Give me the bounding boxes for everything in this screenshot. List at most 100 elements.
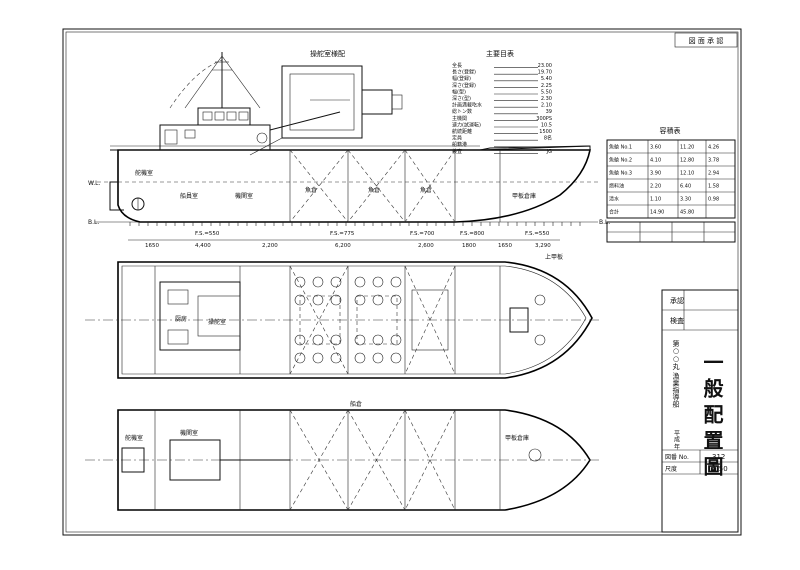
hold-engine-label: 機関室 [180,429,198,437]
fish-basket [390,294,402,306]
particular-value: 1500 [539,129,552,135]
particular-label: 深さ(型) [452,95,471,102]
wheelhouse-window-1 [202,111,213,121]
particular-value: 19.70 [538,70,552,76]
fish-basket [372,352,384,364]
particular-label: 検査 [452,148,462,155]
tb-note: 平成 年 [673,430,680,451]
tb-drawing-no: 312 [712,453,725,461]
main-particulars-title: 主要目表 [486,49,514,58]
upper-deck-plan: 上甲板 厨房 操舵室 [85,253,600,379]
fish-basket [330,334,342,346]
galley-plan [167,329,189,345]
wheelhouse-plan-inner [289,73,355,131]
fish-basket [330,352,342,364]
tank-cell: 3.60 [650,145,661,151]
engine-room-label: 機関室 [235,192,253,200]
particular-label: 計画満載吃水 [452,102,482,109]
fish-basket [354,352,366,364]
hold-diagonal-1 [289,149,349,223]
tank-cell: 3.90 [650,171,661,177]
crew-berth [167,289,189,305]
wheelhouse-plan-outer [281,65,363,139]
spacing-label-2: F.S.=775 [330,231,355,237]
tb-checked-label: 検査 [670,316,684,325]
hold-diag-5 [404,409,456,511]
fish-basket [354,294,366,306]
bollard-1 [534,294,546,306]
galley-label: 厨房 [175,315,187,323]
tank-cell: 6.40 [680,184,691,190]
fish-basket [354,334,366,346]
fish-basket [312,334,324,346]
wheelhouse-window-4 [238,111,249,121]
fish-basket [312,294,324,306]
stay-fore [221,55,261,109]
fish-hold-label-2: 魚倉 [368,186,380,194]
fish-basket [294,334,306,346]
particular-value: 5.40 [541,76,552,82]
tb-scale-label: 尺度 [665,465,677,473]
hold-diag-6 [404,409,456,511]
bl-label: B.L. [88,219,99,226]
hold-diag-2 [289,409,349,511]
wheelhouse-window-2 [214,111,225,121]
tank-cell: 2.94 [708,171,719,177]
particular-value: 300PS [536,116,552,122]
windlass [509,307,529,333]
particular-value: 8名 [544,135,552,142]
particular-label: 速力(試運転) [452,121,481,128]
particular-label: 全長 [452,62,462,69]
title-block-frame [661,289,739,533]
tb-scale: 1/50 [712,465,728,473]
title-block: 承認 検査 第○○丸 漁業指導船 一般配置圖 平成 年 図番 No. 312 尺… [661,289,739,533]
hold-diagonal-2 [289,149,349,223]
particular-value: 2.30 [541,96,552,102]
dim-8: 3,290 [535,243,551,249]
particular-value: 39 [546,109,552,115]
steering-room-label: 舵機室 [135,169,153,177]
particular-value: 23.00 [538,63,552,69]
fish-basket [312,352,324,364]
upper-deck-bulwark [121,265,587,375]
derrick-boom [269,111,341,131]
tank-cell: 45.80 [680,210,694,216]
tank-cell: 燃料油 [609,183,624,190]
forecastle-bulwark [479,145,591,152]
spacing-label-5: F.S.=550 [525,231,550,237]
dim-2: 4,400 [195,243,211,249]
particular-value: 2.25 [541,83,552,89]
dim-7: 1650 [498,243,512,249]
fish-basket [372,276,384,288]
rigging-arc [169,59,223,109]
tb-drawing-title: 一般配置圖 [700,352,724,482]
wheelhouse-window-3 [226,111,237,121]
bollard-2 [534,334,546,346]
fish-basket [294,276,306,288]
tank-cell: 合計 [609,209,619,216]
tank-cell: 0.98 [708,197,719,203]
tank-cell: 2.20 [650,184,661,190]
tank-cell: 魚艙 No.1 [609,144,632,151]
rudder [109,181,124,211]
approval-stamp [674,32,738,48]
tank-cell: 1.58 [708,184,719,190]
tank-cell: 3.30 [680,197,691,203]
wl-label: W.L. [88,180,100,187]
hold-steering-label: 舵機室 [125,434,143,442]
particular-label: 幅(登録) [452,75,471,82]
hold-fore-store-label: 甲板倉庫 [505,434,529,442]
deckhouse-porthole [184,129,196,139]
hold-diagonal-6 [404,149,456,223]
fish-basket [354,276,366,288]
life-ring [256,132,268,144]
particular-value: JG [546,149,552,155]
particular-label: 長さ(登録) [452,69,476,76]
detail-leader [249,137,283,156]
tank-cell: 魚艙 No.2 [609,157,632,164]
inner-border [65,31,739,533]
spacing-label-3: F.S.=700 [410,231,435,237]
dim-3: 2,200 [262,243,278,249]
wheelhouse [197,107,251,126]
